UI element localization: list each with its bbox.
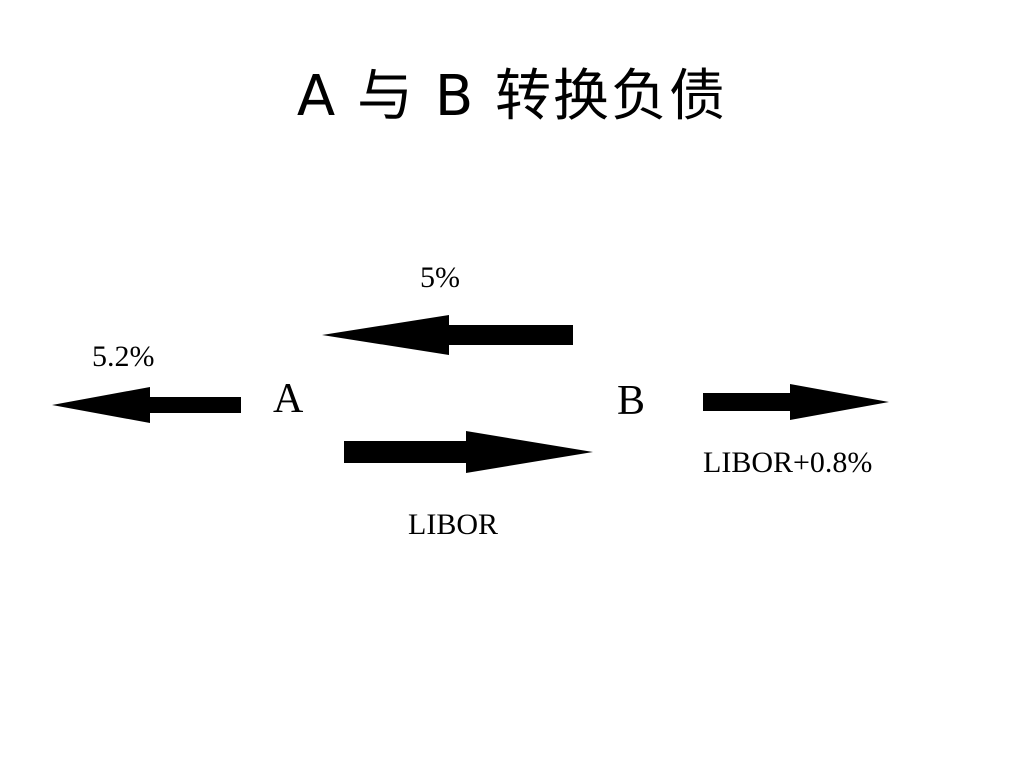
b-outflow-rate-label: LIBOR+0.8% (703, 446, 873, 479)
slide-title: A 与 B 转换负债 (296, 64, 728, 129)
b-to-a-rate-label: 5% (420, 261, 460, 294)
arrow-a-outflow (52, 387, 241, 423)
arrow-b-to-a (322, 315, 573, 355)
right-arrow-icon (344, 431, 593, 473)
a-outflow-rate-label: 5.2% (92, 340, 155, 373)
party-b-label: B (617, 378, 646, 424)
left-arrow-icon (322, 315, 573, 355)
arrow-a-to-b (344, 431, 593, 473)
right-arrow-icon (703, 384, 889, 420)
arrow-b-outflow (703, 384, 889, 420)
party-a-label: A (273, 376, 304, 422)
left-arrow-icon (52, 387, 241, 423)
a-to-b-rate-label: LIBOR (408, 508, 498, 541)
